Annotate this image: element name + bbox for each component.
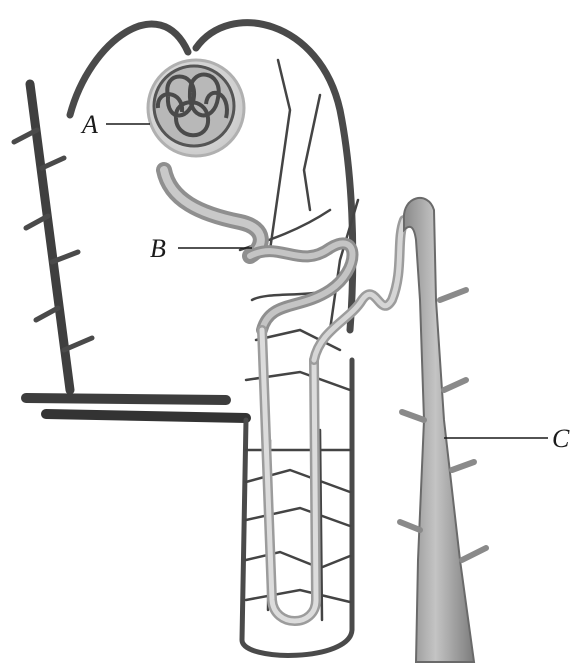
label-b: B [150, 234, 166, 263]
interlobular-artery [14, 84, 92, 390]
collecting-duct [400, 198, 486, 662]
label-a: A [80, 110, 98, 139]
label-c: C [552, 424, 570, 453]
glomerulus [148, 60, 244, 156]
arcuate-vessels [26, 398, 246, 418]
